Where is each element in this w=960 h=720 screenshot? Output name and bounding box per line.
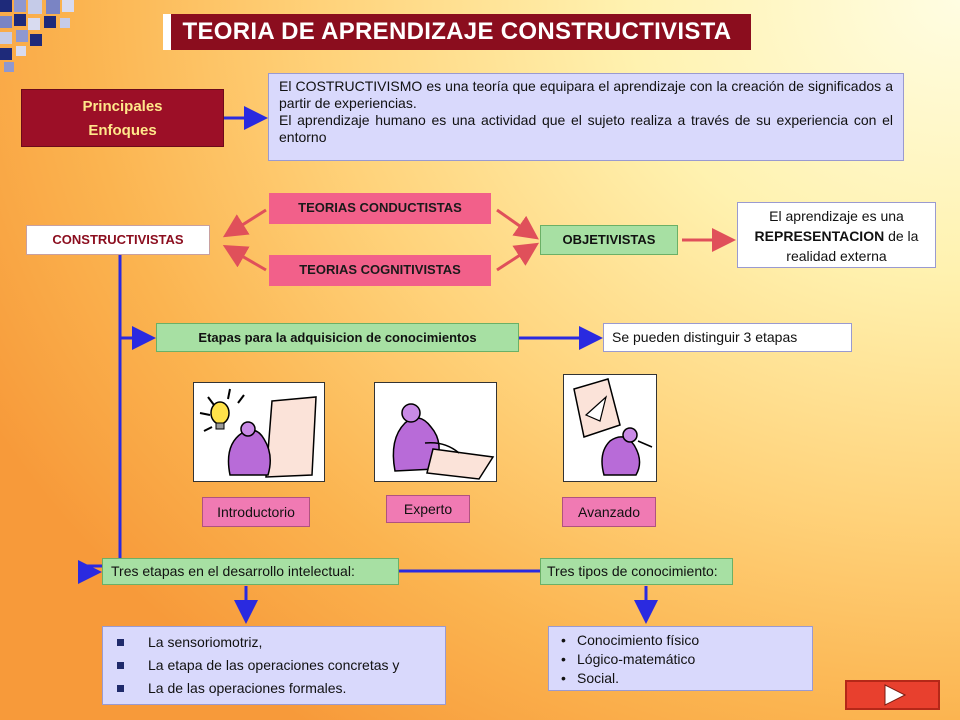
list-item: •Lógico-matemático xyxy=(561,651,696,667)
repr-pre: El aprendizaje es una xyxy=(769,208,904,224)
definition-box: El COSTRUCTIVISMO es una teoría que equi… xyxy=(268,73,904,161)
list-item: La sensoriomotriz, xyxy=(117,631,445,654)
bullet-icon xyxy=(117,638,124,646)
next-slide-button[interactable] xyxy=(845,680,940,710)
representacion-box: El aprendizaje es una REPRESENTACION de … xyxy=(737,202,936,268)
list-item: •Social. xyxy=(561,670,620,686)
enfoques-line1: Principales xyxy=(82,98,163,115)
avanzado-image xyxy=(563,374,657,482)
repr-post: de la realidad externa xyxy=(786,228,919,264)
stage-experto: Experto xyxy=(386,495,470,523)
distinguir-node: Se pueden distinguir 3 etapas xyxy=(603,323,852,352)
conductistas-node: TEORIAS CONDUCTISTAS xyxy=(269,193,491,224)
enfoques-line2: Enfoques xyxy=(88,122,157,139)
arrow-conductistas-to-objet xyxy=(496,208,539,240)
desarrollo-list: La sensoriomotriz, La etapa de las opera… xyxy=(102,626,446,705)
introductorio-image xyxy=(193,382,325,482)
stage-avanzado: Avanzado xyxy=(562,497,656,527)
etapas-node: Etapas para la adquisicion de conocimien… xyxy=(156,323,519,352)
conocimiento-header: Tres tipos de conocimiento: xyxy=(540,558,733,585)
experto-image xyxy=(374,382,497,482)
list-item: •Conocimiento físico xyxy=(561,632,700,648)
bullet-icon: • xyxy=(561,670,566,686)
enfoques-box: Principales Enfoques xyxy=(21,89,224,147)
stage-introductorio: Introductorio xyxy=(202,497,310,527)
objetivistas-node: OBJETIVISTAS xyxy=(540,225,678,255)
arrow-conductistas-to-constr xyxy=(222,208,267,238)
arrow-cognitivistas-to-objet xyxy=(496,242,540,272)
desarrollo-header: Tres etapas en el desarrollo intelectual… xyxy=(102,558,399,585)
arrow-cognitivistas-to-constr xyxy=(222,244,267,272)
definition-p2: El aprendizaje humano es una actividad q… xyxy=(279,112,893,145)
play-arrow-icon xyxy=(884,684,907,706)
list-item: La etapa de las operaciones concretas y xyxy=(117,654,445,677)
repr-bold: REPRESENTACION xyxy=(754,228,885,244)
bullet-icon xyxy=(117,661,124,669)
bullet-icon: • xyxy=(561,632,566,648)
definition-p1: El COSTRUCTIVISMO es una teoría que equi… xyxy=(279,78,893,111)
list-item: La de las operaciones formales. xyxy=(117,677,445,700)
cognitivistas-node: TEORIAS COGNITIVISTAS xyxy=(269,255,491,286)
conocimiento-list: •Conocimiento físico •Lógico-matemático … xyxy=(548,626,813,691)
bullet-icon xyxy=(117,684,124,692)
page-title: TEORIA DE APRENDIZAJE CONSTRUCTIVISTA xyxy=(163,14,751,50)
bullet-icon: • xyxy=(561,651,566,667)
constructivistas-node: CONSTRUCTIVISTAS xyxy=(26,225,210,255)
title-accent xyxy=(163,14,171,50)
